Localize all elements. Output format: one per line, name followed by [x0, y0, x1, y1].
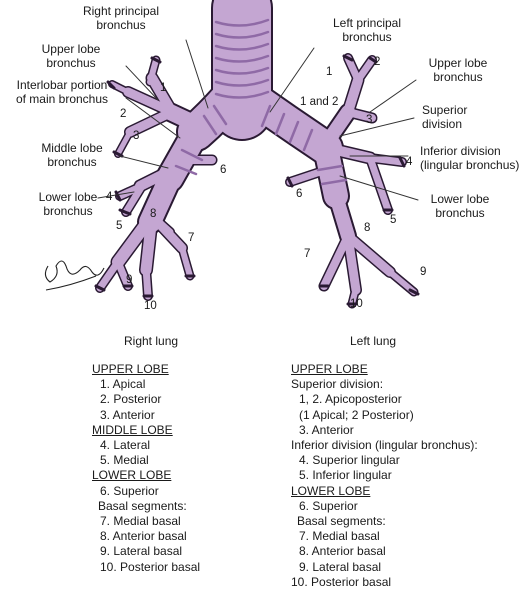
left-medial-basal: 7. Medial basal	[299, 529, 380, 544]
segment-number-r7: 7	[188, 232, 195, 244]
segment-number-r4: 4	[106, 191, 113, 203]
right-medial-basal: 7. Medial basal	[100, 514, 181, 529]
right-posterior-basal: 10. Posterior basal	[100, 559, 201, 574]
left-lung-heading: Left lung	[350, 334, 397, 348]
segment-number-l8: 8	[364, 222, 371, 234]
right-lateral-basal: 9. Lateral basal	[100, 544, 183, 559]
right-lung-heading: Right lung	[124, 334, 179, 348]
segment-number-l2: 2	[374, 56, 381, 68]
bronchus-openings	[94, 54, 420, 306]
right-upper-lobe-heading: UPPER LOBE	[92, 362, 169, 376]
segment-number-l5: 5	[390, 214, 397, 226]
left-anterior-basal: 8. Anterior basal	[299, 544, 386, 559]
segment-number-r6: 6	[220, 164, 227, 176]
segment-number-r3: 3	[133, 130, 140, 142]
segment-number-r9: 9	[126, 274, 133, 286]
segment-number-l10: 10	[350, 298, 363, 310]
right-basal-segments: Basal segments:	[98, 498, 187, 513]
segment-number-l3: 3	[366, 114, 373, 126]
segment-number-r5: 5	[116, 220, 123, 232]
left-lower-lobe-heading: LOWER LOBE	[291, 483, 371, 498]
segment-number-l7: 7	[304, 248, 311, 260]
left-apicoposterior-note: (1 Apical; 2 Posterior)	[299, 407, 414, 422]
segment-number-r1: 1	[160, 82, 167, 94]
segment-number-l6: 6	[296, 188, 303, 200]
right-anterior: 3. Anterior	[100, 407, 155, 422]
left-lateral-basal: 9. Lateral basal	[299, 559, 382, 574]
inferior-division-label: Inferior division(lingular bronchus)	[420, 144, 520, 172]
segment-number-l9: 9	[420, 266, 427, 278]
right-lower-lobe-heading: LOWER LOBE	[92, 468, 172, 483]
left-upper-lobe-heading: UPPER LOBE	[291, 362, 368, 376]
left-superior-division: Superior division:	[291, 377, 384, 392]
left-inferior-division: Inferior division (lingular bronchus):	[291, 438, 478, 453]
right-superior: 6. Superior	[100, 483, 159, 498]
left-lung-segment-list: UPPER LOBE Superior division: 1, 2. Apic…	[291, 362, 478, 590]
cartilage-rings	[174, 18, 348, 186]
left-apicoposterior: 1, 2. Apicoposterior	[299, 392, 402, 407]
left-superior-lingular: 4. Superior lingular	[299, 453, 400, 468]
left-inferior-lingular: 5. Inferior lingular	[299, 468, 392, 483]
bronchial-tree-diagram	[44, 0, 420, 309]
right-medial: 5. Medial	[100, 453, 149, 468]
left-superior: 6. Superior	[299, 498, 358, 513]
left-basal-segments: Basal segments:	[297, 514, 386, 529]
segment-number-l1-and-2: 1 and 2	[300, 96, 339, 108]
right-middle-lobe-heading: MIDDLE LOBE	[92, 422, 173, 437]
right-posterior: 2. Posterior	[100, 392, 162, 407]
right-apical: 1. Apical	[100, 377, 146, 392]
leader-lines	[97, 39, 419, 201]
segment-number-r10: 10	[144, 300, 157, 312]
segment-number-r8: 8	[150, 208, 157, 220]
segment-number-r2: 2	[120, 108, 127, 120]
right-anterior-basal: 8. Anterior basal	[100, 529, 187, 544]
segment-number-l1: 1	[326, 66, 333, 78]
signature	[44, 260, 105, 291]
segment-number-l4: 4	[406, 156, 413, 168]
left-anterior: 3. Anterior	[299, 422, 354, 437]
right-lung-segment-list: UPPER LOBE 1. Apical 2. Posterior 3. Ant…	[92, 362, 200, 575]
left-posterior-basal: 10. Posterior basal	[291, 574, 392, 589]
right-lateral: 4. Lateral	[100, 438, 151, 453]
